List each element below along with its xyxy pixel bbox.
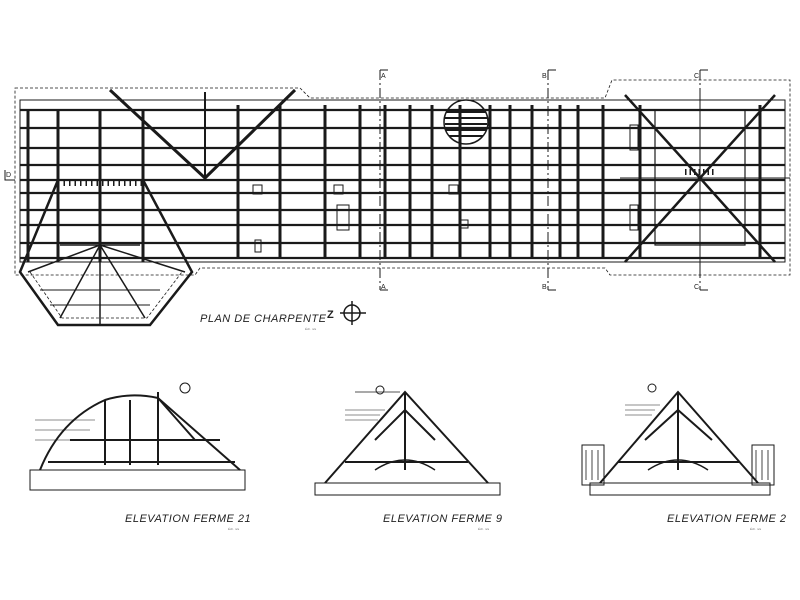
- plan-scale-note: Éch. n/a: [305, 326, 316, 331]
- section-marker-c-top: C: [694, 73, 699, 80]
- beams: [20, 108, 785, 260]
- section-marker-a-bottom: A: [381, 284, 386, 291]
- plan-title: PLAN DE CHARPENTE: [200, 313, 327, 325]
- section-lines: [4, 69, 708, 291]
- elevation-ferme-9: [314, 385, 501, 496]
- elevation-title-21: ELEVATION FERME 21: [125, 513, 251, 525]
- round-skylight: [443, 99, 489, 145]
- elevation-ferme-2: [581, 383, 775, 496]
- small-openings: [252, 124, 639, 253]
- elevation-scale-9: Éch. n/a: [478, 526, 489, 531]
- elevation-ferme-21: [29, 382, 246, 491]
- elevation-scale-21: Éch. n/a: [228, 526, 239, 531]
- elevation-scale-2: Éch. n/a: [750, 526, 761, 531]
- section-marker-b-top: B: [542, 73, 547, 80]
- elevation-title-9: ELEVATION FERME 9: [383, 513, 503, 525]
- section-marker-a-top: A: [381, 73, 386, 80]
- roof-outline: [14, 79, 791, 276]
- north-arrow-icon: [340, 301, 366, 325]
- elevation-title-2: ELEVATION FERME 2: [667, 513, 787, 525]
- section-marker-b-bottom: B: [542, 284, 547, 291]
- section-marker-c-bottom: C: [694, 284, 699, 291]
- north-label: Z: [327, 309, 334, 321]
- section-marker-d: D: [6, 172, 11, 179]
- roof-framing-plan: [4, 69, 791, 327]
- octagonal-bay: [18, 179, 194, 327]
